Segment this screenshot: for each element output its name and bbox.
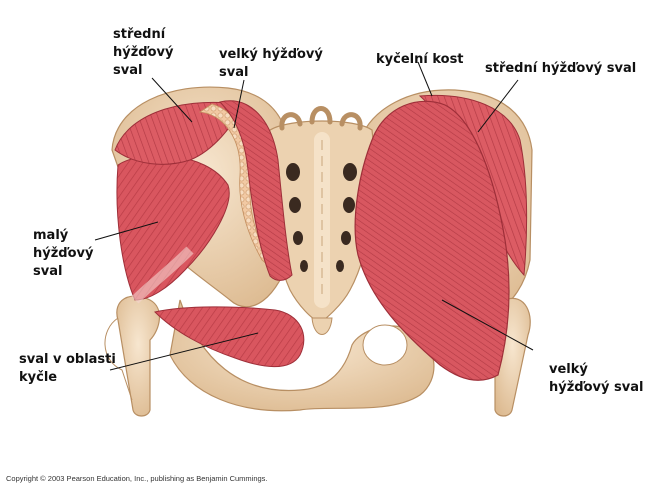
leader-lines [94,61,534,371]
hip-region-muscle [154,306,305,368]
leader-hip-region-muscle [109,332,259,371]
gluteus-maximus-cut-muscle [219,100,293,281]
label-hip-region-muscle: sval v oblasti kyčle [19,352,116,385]
leader-gluteus-maximus-top [233,79,245,129]
copyright-notice: Copyright © 2003 Pearson Education, Inc.… [6,474,268,483]
sacral-foramina [286,163,357,272]
label-hip-bone: kyčelní kost [376,52,464,67]
obturator-foramen [362,324,408,366]
left-femur [116,295,160,417]
label-gluteus-medius-right: střední hýžďový sval [485,61,637,76]
leader-gluteus-minimus [94,221,159,241]
label-gluteus-maximus-top: velký hýžďový sval [219,47,323,80]
lumbar-processes [279,106,363,131]
leader-gluteus-medius-left [151,77,193,123]
label-gluteus-medius-left: střední hýžďový sval [113,27,174,78]
gluteus-maximus-right-muscle [354,100,510,381]
coccyx [311,317,333,335]
leader-gluteus-medius-right [477,79,519,133]
leader-hip-bone [417,61,433,97]
label-gluteus-maximus-bottom: velký hýžďový sval [549,362,644,395]
label-gluteus-minimus: malý hýžďový sval [33,228,94,279]
leader-gluteus-maximus-bottom [441,299,534,351]
